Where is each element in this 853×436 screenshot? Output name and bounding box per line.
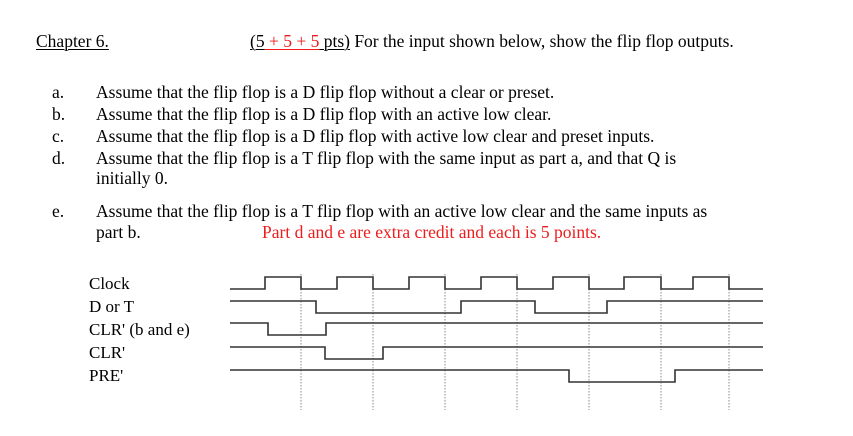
waveform-d-or-t <box>230 300 763 314</box>
signal-label-pre: PRE' <box>89 366 124 385</box>
extra-credit-note: Part d and e are extra credit and each i… <box>262 222 602 242</box>
item-text: Assume that the flip flop is a T flip fl… <box>96 148 677 168</box>
waveform-clr-b-and-e <box>230 322 763 336</box>
waveform-clr <box>230 346 763 360</box>
signal-label-clock: Clock <box>89 274 130 293</box>
points-values: + 5 + 5 <box>264 31 320 51</box>
signal-label-clr: CLR' <box>89 343 126 362</box>
item-letter: c. <box>52 126 65 146</box>
item-letter: d. <box>52 148 66 168</box>
prompt-text: For the input shown below, show the flip… <box>349 31 734 51</box>
waveforms <box>230 276 763 383</box>
item-text: Assume that the flip flop is a D flip fl… <box>96 82 555 102</box>
item-text: part b. <box>96 222 141 242</box>
question-prompt: (5 + 5 + 5 pts) For the input shown belo… <box>250 31 734 51</box>
item-text: Assume that the flip flop is a D flip fl… <box>96 126 655 146</box>
points-close: pts) <box>319 31 350 51</box>
item-text: Assume that the flip flop is a D flip fl… <box>96 104 552 124</box>
signal-label-clr-b-e: CLR' (b and e) <box>89 320 190 339</box>
points-open: (5 <box>250 31 265 51</box>
signal-label-d-or-t: D or T <box>89 297 135 316</box>
waveform-pre <box>230 369 763 383</box>
clock-edge-gridlines <box>300 274 730 410</box>
item-letter: e. <box>52 201 65 221</box>
item-text: initially 0. <box>96 168 168 188</box>
item-letter: b. <box>52 104 66 124</box>
waveform-clock <box>230 276 763 290</box>
chapter-heading: Chapter 6. <box>36 31 109 51</box>
item-text: Assume that the flip flop is a T flip fl… <box>96 201 708 221</box>
item-letter: a. <box>52 82 65 102</box>
